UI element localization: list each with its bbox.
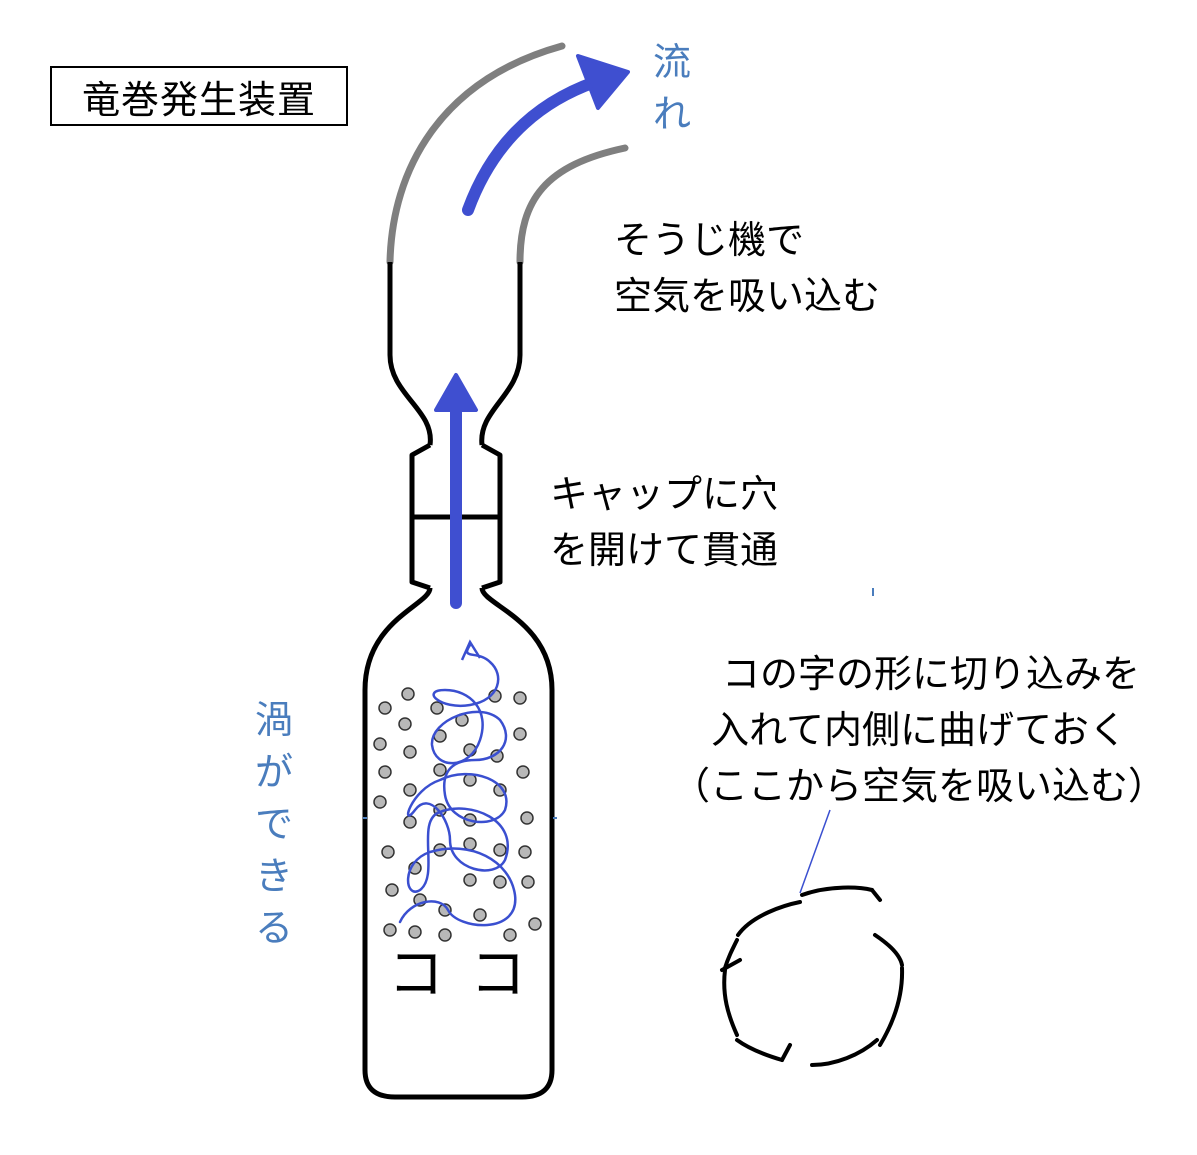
flow-label-char: れ <box>652 92 691 136</box>
cut-segment <box>735 1038 784 1062</box>
cut-flap <box>720 958 742 972</box>
particle-dot <box>513 691 527 705</box>
cut-segment <box>736 900 802 937</box>
hose-flow-arrow-shaft <box>462 76 601 216</box>
vortex-label-char: 渦 <box>254 698 293 742</box>
vacuum-note-line: そうじ機で <box>614 218 805 262</box>
hose-left-edge <box>386 42 566 266</box>
particle-dot <box>398 717 412 731</box>
vortex-spiral <box>398 643 517 927</box>
particle-dot <box>401 687 415 701</box>
cut-note-leader <box>799 809 831 894</box>
particle-dot <box>373 795 387 809</box>
cut-segment <box>722 968 739 1037</box>
particle-dot <box>516 765 530 779</box>
particle-dot <box>385 883 399 897</box>
hose-right-edge <box>516 144 629 266</box>
particle-dot <box>520 811 534 825</box>
cut-mark-left: コ <box>388 942 444 1007</box>
cut-segment <box>800 885 874 897</box>
particle-dot <box>503 928 517 942</box>
hose-flow-arrowhead <box>576 54 630 110</box>
vortex-label: 渦 が で き る <box>248 694 300 954</box>
diagram-title: 竜巻発生装置 <box>50 66 348 126</box>
particle-dot <box>438 928 452 942</box>
particle-dot <box>430 701 444 715</box>
cut-note: コの字の形に切り込みを 入れて内側に曲げておく （ここから空気を吸い込む） <box>672 646 1166 814</box>
particle-dot <box>408 925 422 939</box>
particle-dot <box>433 763 447 777</box>
cut-note-line: コの字の形に切り込みを <box>722 652 1141 696</box>
vortex-arrowhead <box>460 639 482 661</box>
cut-flap <box>780 1043 792 1062</box>
cap-note: キャップに穴 を開けて貫通 <box>550 466 778 578</box>
vortex-label-char: で <box>254 802 293 846</box>
particle-dot <box>373 737 387 751</box>
particle-dot <box>403 815 417 829</box>
cut-segment <box>810 1038 879 1067</box>
hose-neck-left <box>387 262 433 446</box>
cap-note-line: キャップに穴 <box>550 472 779 516</box>
particle-dot <box>521 875 535 889</box>
vortex-label-char: る <box>254 906 293 950</box>
cut-flap <box>870 888 882 902</box>
cut-note-line: （ここから空気を吸い込む） <box>672 764 1167 808</box>
particle-dot <box>403 783 417 797</box>
cut-segment <box>723 938 739 970</box>
bottle-outline <box>362 587 555 1100</box>
vacuum-note: そうじ機で 空気を吸い込む <box>614 212 880 324</box>
particle-dot <box>493 783 507 797</box>
hose-neck-right <box>479 262 523 446</box>
cut-hole-detail <box>720 885 905 1067</box>
particle-dot <box>518 845 532 859</box>
particle-dot <box>513 727 527 741</box>
vertical-flow-arrowhead <box>434 373 478 412</box>
flow-label: 流 れ <box>646 36 698 140</box>
cap-note-line: を開けて貫通 <box>550 528 779 572</box>
particle-dot <box>381 845 395 859</box>
particle-dot <box>493 875 507 889</box>
vortex-label-char: が <box>254 750 293 794</box>
cut-segment <box>873 933 904 967</box>
flow-label-char: 流 <box>652 40 691 84</box>
particle-dot <box>463 873 477 887</box>
cut-segment <box>878 966 905 1047</box>
particle-dot <box>383 923 397 937</box>
particle-dot <box>473 908 487 922</box>
vortex-label-char: き <box>254 854 293 898</box>
cut-mark-right: コ <box>470 942 526 1007</box>
particle-dot <box>403 745 417 759</box>
particle-dots <box>373 687 542 942</box>
particle-dot <box>528 917 542 931</box>
cut-note-line: 入れて内側に曲げておく <box>711 708 1127 752</box>
particle-dot <box>378 701 392 715</box>
vacuum-note-line: 空気を吸い込む <box>614 274 881 318</box>
particle-dot <box>493 843 507 857</box>
particle-dot <box>378 765 392 779</box>
particle-dot <box>438 903 452 917</box>
